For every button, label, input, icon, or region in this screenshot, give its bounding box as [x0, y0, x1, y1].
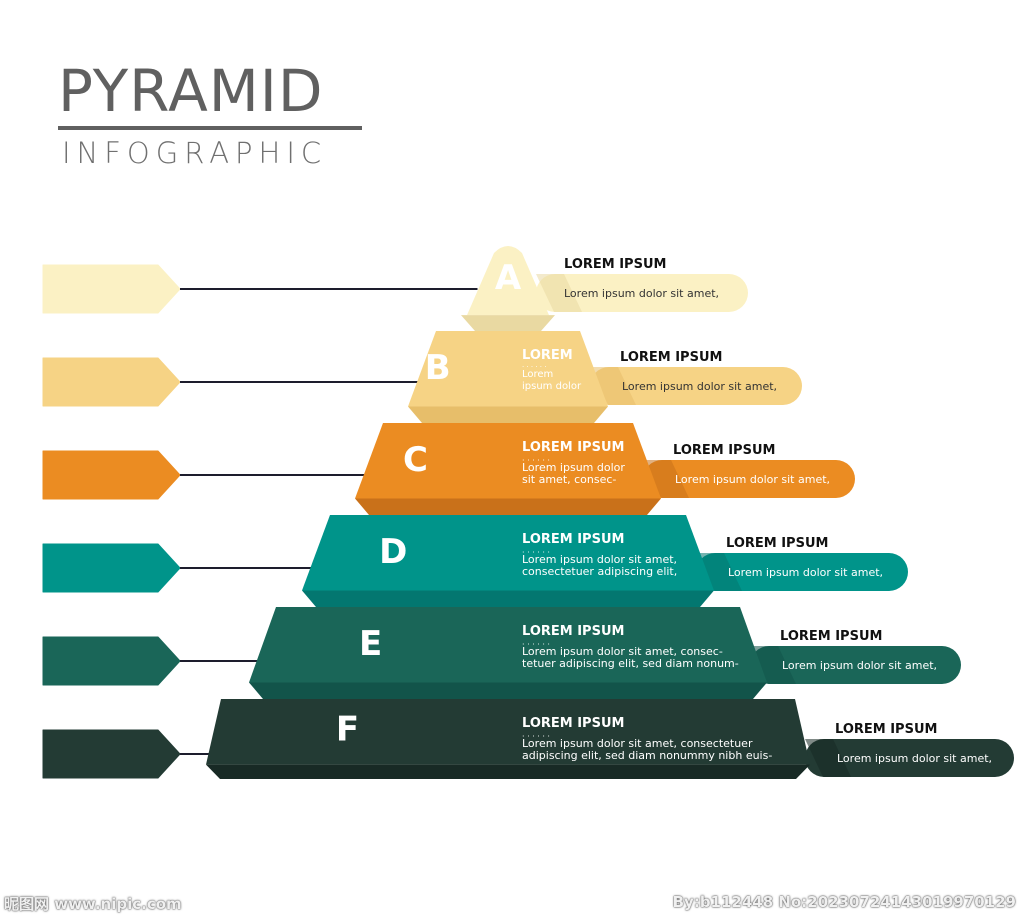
level-inner-text: Lorem ipsum dolor sit amet, consectetuer [522, 737, 753, 750]
level-letter: B [425, 348, 451, 388]
dot-separator: · · · · · · [522, 548, 550, 557]
level-face [355, 423, 661, 499]
callout-text: Lorem ipsum dolor sit amet, [675, 473, 830, 486]
callout-text: Lorem ipsum dolor sit amet, [622, 380, 777, 393]
callout-text: Lorem ipsum dolor sit amet, [782, 659, 937, 672]
callout-text: Lorem ipsum dolor sit amet, [728, 566, 883, 579]
level-inner-title: LOREM IPSUM [522, 532, 624, 547]
callout-title: LOREM IPSUM [835, 722, 937, 737]
callout-title: LOREM IPSUM [564, 257, 666, 272]
callout-title: LOREM IPSUM [726, 536, 828, 551]
pyramid-level-a: A LOREM IPSUM Lorem ipsum dolor sit amet, [42, 246, 748, 331]
level-face [206, 699, 810, 765]
callout-bar [590, 367, 802, 405]
level-inner-text: Lorem ipsum dolor sit amet, [522, 553, 677, 566]
level-inner-text: sit amet, consec- [522, 473, 616, 486]
level-inner-title: LOREM IPSUM [522, 716, 624, 731]
callout-bar [696, 553, 908, 591]
level-inner-title: LOREM IPSUM [522, 440, 624, 455]
title-block: PYRAMID INFOGRAPHIC [58, 58, 362, 170]
level-face [408, 331, 608, 407]
level-letter: A [495, 258, 522, 298]
level-inner-text: ipsum dolor [522, 381, 582, 392]
level-inner-text: Lorem [522, 369, 553, 380]
callout-title: LOREM IPSUM [673, 443, 775, 458]
callout-title: LOREM IPSUM [620, 350, 722, 365]
level-inner-text: consectetuer adipiscing elit, [522, 565, 677, 578]
callout-text: Lorem ipsum dolor sit amet, [564, 287, 719, 300]
dot-separator: · · · · · · [522, 363, 546, 371]
level-inner-title: LOREM IPSUM [522, 624, 624, 639]
callout-bar [750, 646, 961, 684]
level-bevel [355, 498, 661, 515]
label-tag-e [42, 636, 181, 686]
level-letter: E [359, 624, 382, 664]
title-divider [58, 126, 362, 130]
label-tag-c [42, 450, 181, 500]
page-subtitle: INFOGRAPHIC [62, 136, 328, 170]
callout-bar [643, 460, 855, 498]
callout-shadow [696, 553, 742, 591]
level-face [249, 607, 767, 683]
level-letter: C [403, 440, 428, 480]
dot-separator: · · · · · · [522, 456, 550, 465]
dot-separator: · · · · · · [522, 640, 550, 649]
callout-shadow [643, 460, 689, 498]
level-inner-text: Lorem ipsum dolor sit amet, consec- [522, 645, 723, 658]
callout-shadow [536, 274, 582, 312]
callout-bar [805, 739, 1014, 777]
level-letter: F [336, 710, 359, 750]
callout-bar [536, 274, 748, 312]
callout-shadow [750, 646, 796, 684]
page-title: PYRAMID [58, 57, 324, 125]
level-bevel [249, 682, 767, 699]
level-inner-title: LOREM [522, 348, 573, 363]
callout-shadow [805, 739, 851, 777]
callout-title: LOREM IPSUM [780, 629, 882, 644]
level-bevel [408, 406, 608, 423]
label-tag-f [42, 729, 181, 779]
callout-shadow [590, 367, 636, 405]
level-face [302, 515, 714, 591]
level-inner-text: tetuer adipiscing elit, sed diam nonum- [522, 657, 739, 670]
level-face [467, 246, 549, 316]
level-bevel [302, 590, 714, 607]
level-bevel [206, 764, 810, 779]
label-tag-b [42, 357, 181, 407]
level-inner-text: adipiscing elit, sed diam nonummy nibh e… [522, 749, 772, 762]
callout-text: Lorem ipsum dolor sit amet, [837, 752, 992, 765]
label-tag-a [42, 264, 181, 314]
level-letter: D [379, 532, 407, 572]
level-bevel [461, 315, 555, 331]
dot-separator: · · · · · · [522, 732, 550, 741]
label-tag-d [42, 543, 181, 593]
watermark-right: By:b112448 No:20230724143019970129 [672, 893, 1016, 911]
level-inner-text: Lorem ipsum dolor [522, 461, 625, 474]
watermark-left: 昵图网 www.nipic.com [4, 895, 182, 913]
